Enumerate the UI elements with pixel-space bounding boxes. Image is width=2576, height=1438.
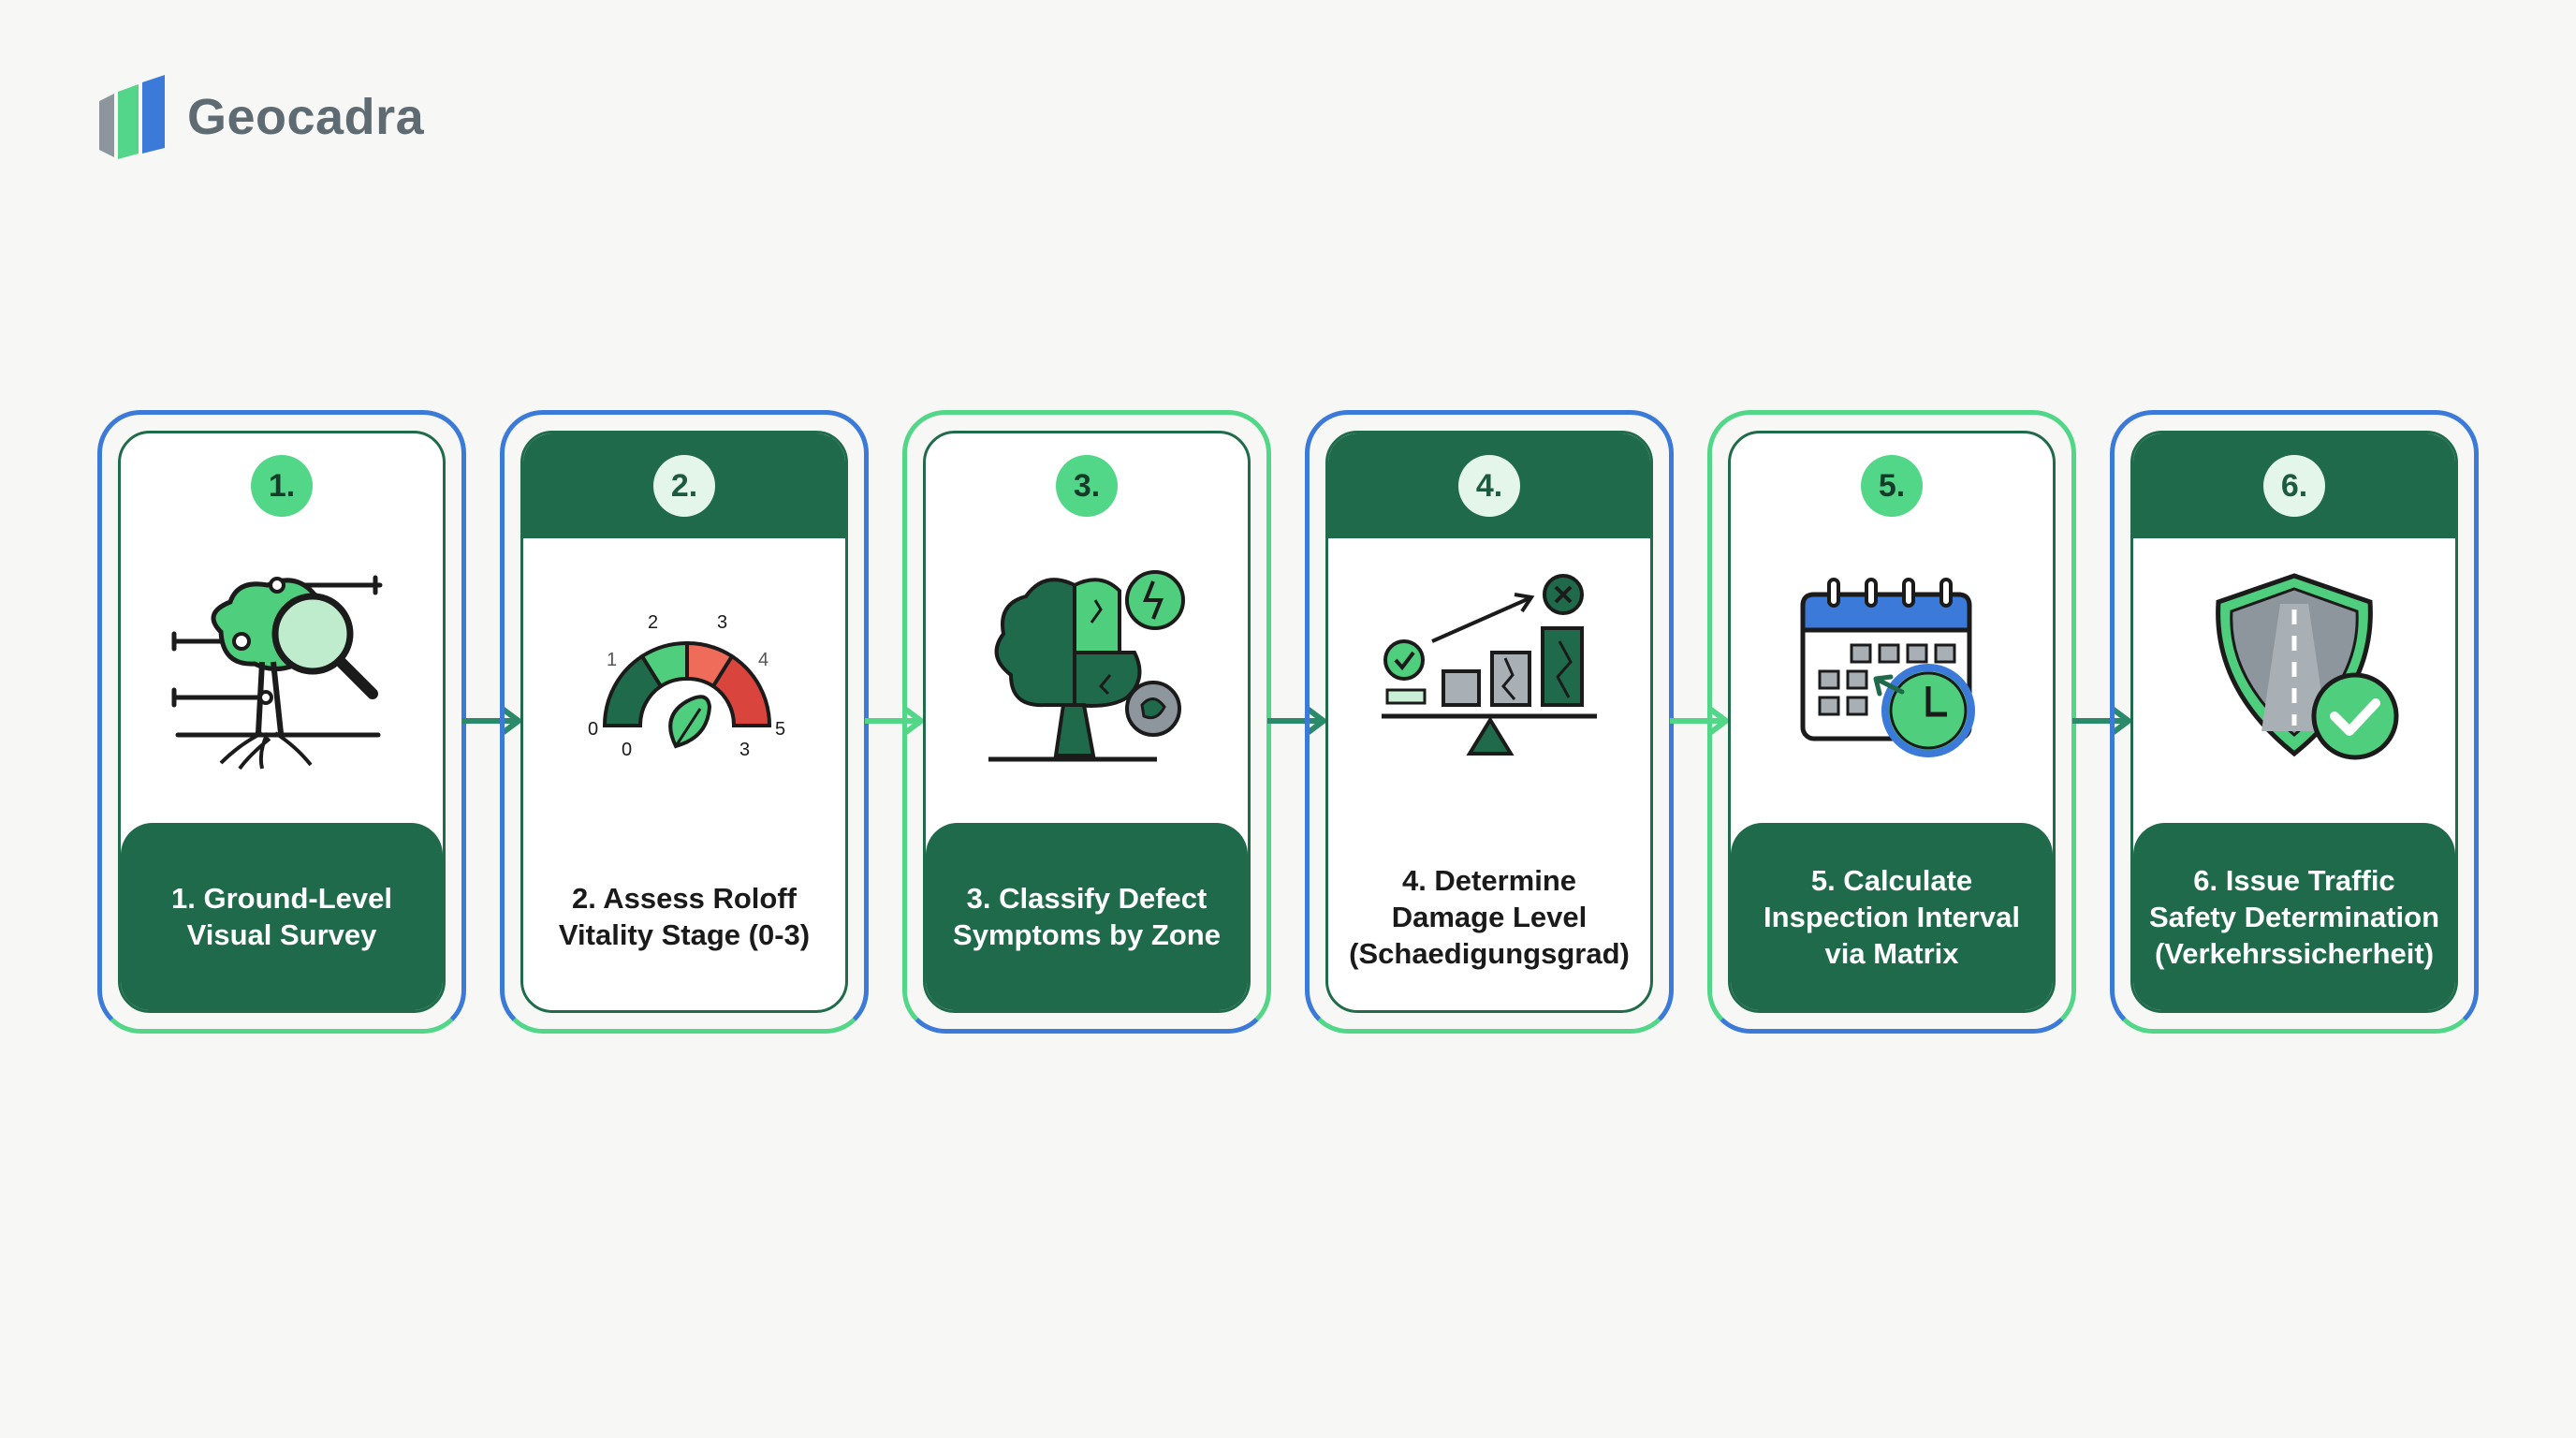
step-number-badge: 6. [2263,455,2325,517]
step-label-text: 2. Assess Roloff Vitality Stage (0-3) [558,882,811,951]
step-label: 6. Issue Traffic Safety Determination (V… [2133,823,2455,1010]
tree-magnifier-icon [121,548,443,782]
gauge-tick-label: 3 [717,612,727,633]
gauge-tick-label: 5 [775,719,785,740]
gauge-tick-label: 0 [588,719,598,740]
step-inner-card: 1. [118,431,446,1013]
step-4-card: 4. [1305,410,1674,1034]
step-label-text: 5. Calculate Inspection Interval via Mat… [1764,863,2020,970]
step-label: 1. Ground-Level Visual Survey [121,823,443,1010]
step-number-badge: 3. [1056,455,1118,517]
step-1-card: 1. [97,410,466,1034]
road-shield-check-icon [2133,548,2455,782]
connector-arrow-2 [865,707,926,735]
step-frame [2110,410,2479,1034]
step-header: 1. [121,433,443,538]
gauge-tick-label: 2 [648,612,658,633]
step-2-card: 2. 0 1 2 3 4 5 0 3 [500,410,869,1034]
step-label: 4. Determine Damage Level (Schaedigungsg… [1328,823,1650,1010]
step-header: 6. [2133,433,2455,538]
step-label-text: 1. Ground-Level Visual Survey [171,882,392,951]
step-label: 3. Classify Defect Symptoms by Zone [926,823,1248,1010]
step-number-badge: 4. [1458,455,1520,517]
vitality-gauge-icon: 0 1 2 3 4 5 0 3 [523,548,845,782]
step-inner-card: 5. [1728,431,2056,1013]
step-header: 3. [926,433,1248,538]
step-number-badge: 5. [1861,455,1923,517]
step-6-card: 6. 6. Issue Traffic Safety Determination… [2110,410,2479,1034]
brand-logo: Geocadra [97,73,424,161]
step-inner-card: 2. 0 1 2 3 4 5 0 3 [520,431,848,1013]
damage-scale-icon [1328,548,1650,782]
step-inner-card: 4. [1325,431,1653,1013]
step-label: 2. Assess Roloff Vitality Stage (0-3) [523,823,845,1010]
step-label-text: 4. Determine Damage Level (Schaedigungsg… [1349,863,1630,970]
tree-defect-zones-icon [926,548,1248,782]
process-flow: 1. [97,410,2479,1034]
connector-arrow-3 [1267,707,1328,735]
step-5-card: 5. [1707,410,2076,1034]
step-inner-card: 6. 6. Issue Traffic Safety Determination… [2130,431,2458,1013]
gauge-tick-label: 1 [607,650,617,670]
step-number-badge: 2. [653,455,715,517]
step-header: 4. [1328,433,1650,538]
calendar-clock-icon [1731,548,2053,782]
step-label: 5. Calculate Inspection Interval via Mat… [1731,823,2053,1010]
step-header: 5. [1731,433,2053,538]
gauge-tick-label: 0 [622,740,632,760]
step-3-card: 3. 3. Classify Defect Symptoms by Zo [902,410,1271,1034]
connector-arrow-1 [462,707,523,735]
connector-arrow-5 [2072,707,2133,735]
step-header: 2. [523,433,845,538]
step-inner-card: 3. 3. Classify Defect Symptoms by Zo [923,431,1251,1013]
gauge-tick-label: 4 [758,650,768,670]
step-number-badge: 1. [251,455,313,517]
connector-arrow-4 [1670,707,1731,735]
step-label-text: 6. Issue Traffic Safety Determination (V… [2148,863,2440,970]
brand-name: Geocadra [187,89,425,145]
step-label-text: 3. Classify Defect Symptoms by Zone [953,882,1221,951]
gauge-tick-label: 3 [739,740,750,760]
logo-mark-icon [99,75,165,159]
